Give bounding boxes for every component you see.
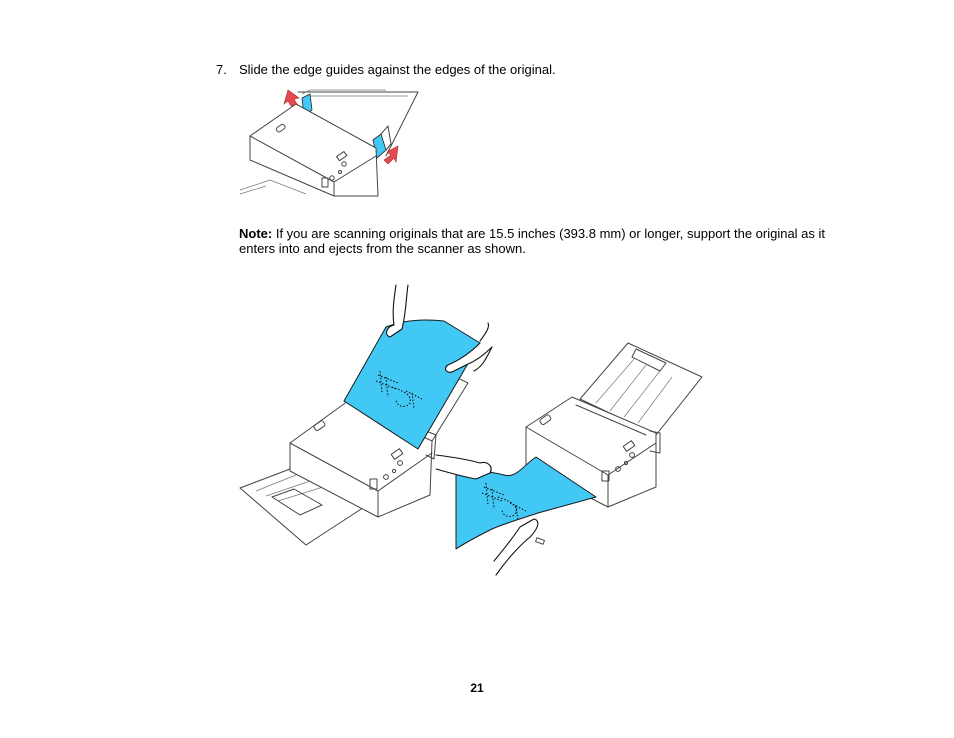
step-number: 7. [216,62,227,77]
edge-guides-illustration [239,89,419,197]
note-paragraph: Note: If you are scanning originals that… [239,226,829,256]
long-original-illustration [239,284,703,576]
page-number: 21 [470,681,484,695]
note-text: If you are scanning originals that are 1… [239,226,826,256]
arrow-left-guide-icon [283,89,300,107]
step-text: Slide the edge guides against the edges … [239,62,556,77]
arrow-right-guide-icon [383,145,399,165]
instruction-step: 7. Slide the edge guides against the edge… [216,62,556,78]
note-label: Note: [239,226,273,241]
